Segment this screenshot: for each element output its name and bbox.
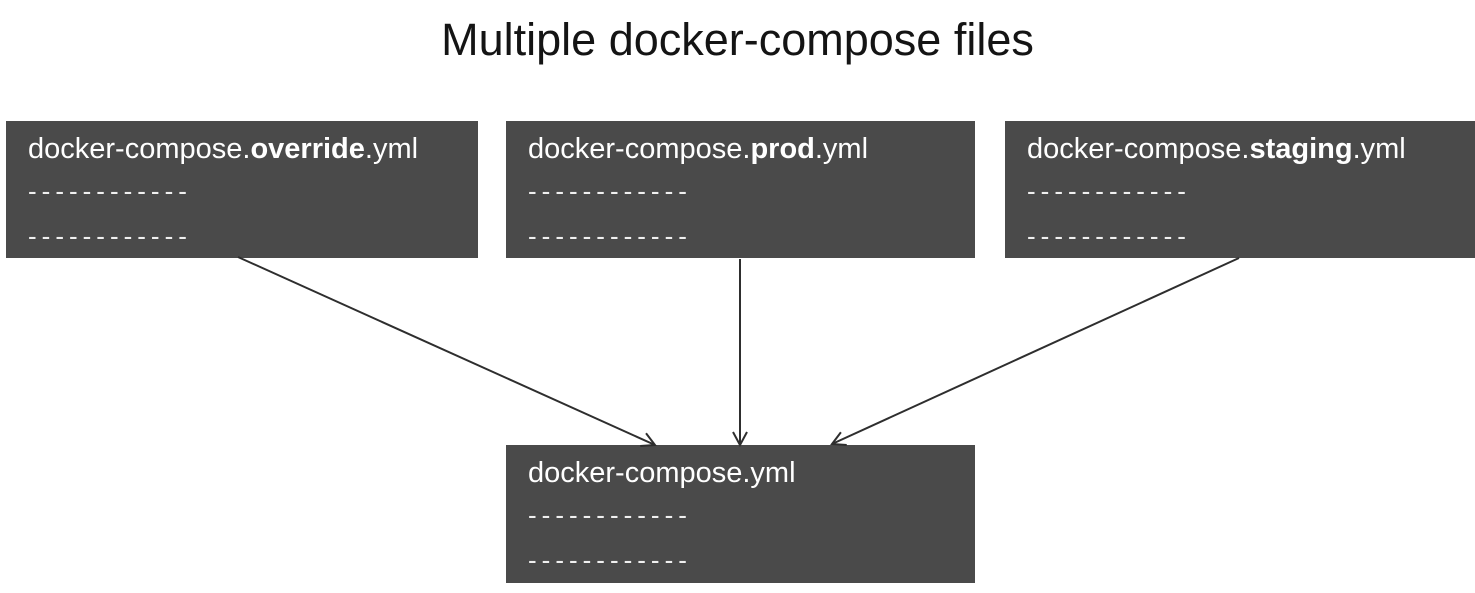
filename-bold-part: prod (750, 133, 815, 165)
filename-bold-part: staging (1249, 133, 1353, 165)
file-box-override: docker-compose.override.yml ------------… (6, 121, 478, 258)
filename-base: docker-compose.yml (528, 453, 955, 493)
content-placeholder-line: ------------ (28, 176, 192, 206)
filename-suffix: .yml (364, 133, 419, 165)
content-placeholder-line: ------------ (528, 500, 692, 530)
file-box-base: docker-compose.yml ------------ --------… (506, 445, 975, 583)
filename-prefix: docker-compose. (28, 133, 251, 165)
content-placeholder-line: ------------ (28, 221, 192, 251)
file-box-prod: docker-compose.prod.yml ------------ ---… (506, 121, 975, 258)
page-title: Multiple docker-compose files (441, 14, 1034, 65)
filename-prefix: docker-compose. (1027, 133, 1250, 165)
filename-staging: docker-compose.staging.yml (1027, 129, 1455, 169)
filename-override: docker-compose.override.yml (28, 129, 458, 169)
arrow-override-to-base (237, 256, 657, 448)
content-placeholder-line: ------------ (528, 221, 692, 251)
content-placeholder-line: ------------ (528, 176, 692, 206)
filename-prefix: docker-compose.yml (528, 457, 796, 489)
filename-suffix: .yml (1352, 133, 1406, 165)
content-placeholder-line: ------------ (528, 545, 692, 575)
file-box-staging: docker-compose.staging.yml ------------ … (1005, 121, 1475, 258)
content-placeholder-line: ------------ (1027, 176, 1191, 206)
content-placeholder-line: ------------ (1027, 221, 1191, 251)
filename-prod: docker-compose.prod.yml (528, 129, 955, 169)
filename-suffix: .yml (814, 133, 869, 165)
arrow-staging-to-base (830, 257, 1240, 446)
filename-prefix: docker-compose. (528, 133, 751, 165)
filename-bold-part: override (250, 133, 365, 165)
